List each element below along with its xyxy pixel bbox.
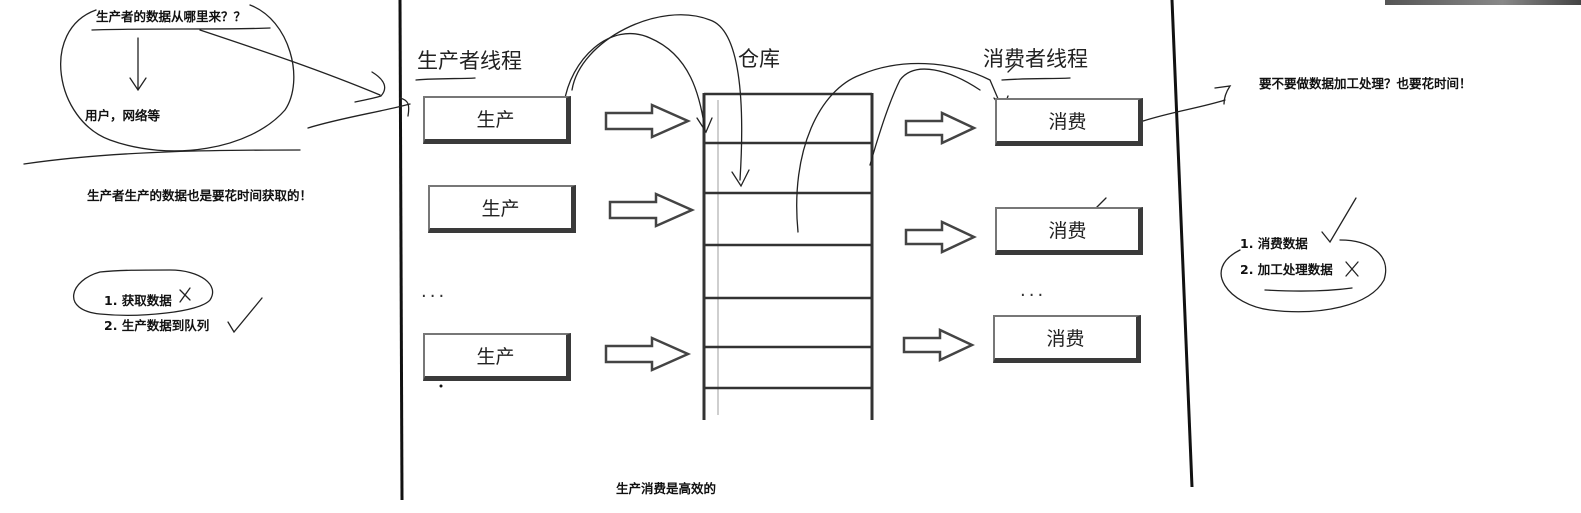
hand-arc-producer [563, 32, 713, 134]
hand-arrow-right [1139, 85, 1232, 123]
block-arrow-2 [608, 192, 696, 228]
corner-video-thumbnail [1385, 0, 1581, 5]
left-divider-line [398, 0, 404, 501]
producer-ellipsis: ... [421, 281, 448, 302]
hand-check-left [227, 297, 263, 334]
producer-box-label: 生产 [476, 346, 515, 368]
consumer-box-label: 消费 [1046, 328, 1085, 350]
block-arrow-1 [604, 103, 692, 139]
hand-cross-left [179, 287, 191, 303]
note-consumer-step-1: 1. 消费数据 [1240, 236, 1308, 251]
producer-box: 生产 [423, 96, 571, 144]
right-divider-line [1170, 0, 1194, 488]
producer-box: 生产 [428, 185, 576, 233]
note-producer-step-2: 2. 生产数据到队列 [104, 318, 210, 333]
hand-long-arrow [199, 29, 386, 103]
producer-box: 生产 [423, 333, 571, 381]
hand-arc-warehouse [796, 62, 1009, 233]
hand-oval-left [60, 4, 295, 152]
consumer-box: 消费 [995, 98, 1143, 146]
block-arrow-6 [902, 328, 975, 362]
consumer-ellipsis: ... [1020, 280, 1047, 301]
diagram-caption: 生产消费是高效的 [616, 481, 717, 496]
hand-arc-warehouse-2 [869, 68, 981, 166]
note-producer-step-1: 1. 获取数据 [104, 293, 172, 308]
hand-underline-right [1264, 287, 1353, 292]
consumer-box: 消费 [995, 207, 1143, 255]
hand-oval-steps [72, 269, 214, 316]
block-arrow-4 [904, 111, 977, 145]
block-arrow-5 [904, 220, 977, 254]
hand-bottom-curve [23, 149, 301, 165]
hand-underline-producer [415, 77, 476, 81]
hand-down-arrow [129, 37, 147, 92]
warehouse-heading: 仓库 [738, 47, 780, 71]
hand-cross-right [1345, 261, 1359, 277]
ink-dot [439, 384, 443, 388]
consumer-thread-heading: 消费者线程 [983, 47, 1088, 71]
hand-underline-question [91, 27, 271, 31]
handwritten-annotations [23, 4, 1387, 334]
note-data-source-question: 生产者的数据从哪里来？？ [96, 9, 247, 24]
hand-arc-producer-2 [571, 14, 750, 188]
note-data-source-answer: 用户，网络等 [85, 108, 161, 123]
hand-check-right [1321, 197, 1357, 244]
note-consumer-step-2: 2. 加工处理数据 [1240, 262, 1333, 277]
hand-oval-right [1220, 239, 1387, 313]
consumer-box-label: 消费 [1048, 111, 1087, 133]
hand-pointer-left [307, 97, 411, 129]
producer-box-label: 生产 [481, 198, 520, 220]
note-processing-question: 要不要做数据加工处理？也要花时间！ [1259, 76, 1472, 91]
note-producer-time: 生产者生产的数据也是要花时间获取的！ [87, 188, 313, 203]
hand-tick-consumer [1095, 197, 1107, 209]
hand-underline-consumer [1001, 63, 1071, 81]
warehouse-shelf [702, 92, 874, 420]
producer-block-arrows [604, 103, 696, 372]
producer-box-label: 生产 [476, 109, 515, 131]
block-arrow-3 [604, 336, 692, 372]
consumer-block-arrows [902, 111, 977, 362]
consumer-box: 消费 [993, 315, 1141, 363]
producer-thread-heading: 生产者线程 [417, 49, 522, 73]
consumer-box-label: 消费 [1048, 220, 1087, 242]
